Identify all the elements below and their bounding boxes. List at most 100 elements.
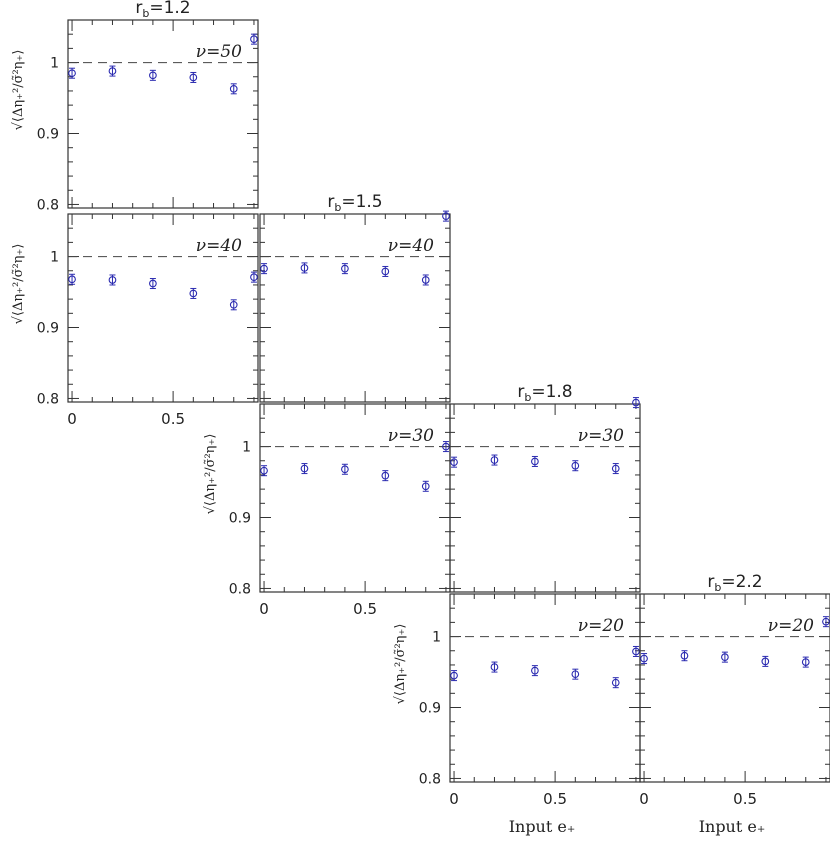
y-axis-label: √⟨Δη₊²/σ̃²η₊⟩ — [203, 434, 218, 515]
point-marker — [442, 212, 450, 220]
y-tick-label: 1 — [242, 440, 251, 456]
point-marker — [108, 67, 117, 75]
point-marker — [108, 276, 117, 284]
panel-title: rb=1.2 — [135, 0, 190, 20]
point-marker — [300, 264, 309, 272]
point-marker — [149, 279, 157, 288]
data-point — [761, 655, 770, 667]
point-marker — [381, 471, 390, 480]
x-tick-label: 0 — [259, 600, 269, 618]
y-axis-label: √⟨Δη₊²/σ̃²η₊⟩ — [393, 624, 408, 705]
x-axis-label: Input e₊ — [699, 817, 766, 836]
panel-5: ν=30 rb=1.8 — [449, 382, 641, 593]
data-point — [229, 299, 238, 311]
data-point — [680, 650, 689, 662]
point-marker — [640, 654, 648, 663]
y-axis-label: √⟨Δη₊²/σ̃²η₊⟩ — [11, 244, 26, 325]
data-point — [189, 287, 198, 299]
point-marker — [450, 458, 458, 467]
y-tick-label: 1 — [50, 250, 59, 266]
data-point — [300, 463, 309, 475]
point-marker — [801, 658, 810, 666]
title-value: =1.5 — [341, 192, 382, 212]
title-subscript: b — [142, 7, 149, 20]
data-point — [490, 661, 499, 673]
data-point — [632, 645, 640, 657]
data-point — [108, 65, 117, 77]
point-marker — [68, 69, 76, 78]
plot-frame — [259, 213, 451, 403]
panel-3: ν=40 rb=1.5 — [259, 192, 451, 403]
y-tick-label: 0.9 — [37, 127, 59, 143]
point-marker — [300, 464, 309, 473]
title-value: =1.8 — [531, 382, 572, 402]
point-marker — [632, 647, 640, 656]
point-marker — [189, 73, 198, 82]
title-subscript: b — [714, 581, 721, 594]
title-value: =1.2 — [149, 0, 190, 18]
point-marker — [611, 464, 620, 473]
y-tick-label: 0.8 — [419, 771, 441, 787]
y-tick-label: 1 — [50, 56, 59, 72]
data-point — [68, 273, 76, 285]
nu-annotation: ν=30 — [578, 426, 624, 446]
data-point — [421, 480, 430, 492]
title-subscript: b — [334, 201, 341, 214]
point-marker — [611, 678, 620, 687]
point-marker — [149, 71, 157, 80]
point-marker — [68, 275, 76, 284]
nu-annotation: ν=40 — [388, 236, 434, 256]
data-point — [611, 463, 620, 475]
point-marker — [721, 653, 729, 661]
point-marker — [229, 84, 238, 93]
data-point — [721, 651, 729, 663]
data-point — [260, 263, 268, 275]
point-marker — [341, 465, 349, 474]
plot-frame — [639, 593, 830, 783]
plot-frame — [449, 403, 641, 593]
point-marker — [450, 671, 458, 680]
panel-title: rb=1.8 — [517, 382, 572, 404]
x-tick-label: 0.5 — [543, 790, 567, 808]
data-point — [341, 263, 349, 275]
point-marker — [250, 273, 258, 281]
data-point — [300, 262, 309, 274]
y-tick-label: 0.8 — [37, 197, 59, 213]
title-r: r — [135, 0, 142, 18]
y-tick-label: 0.9 — [37, 321, 59, 337]
data-point — [632, 397, 640, 409]
y-tick-label: 0.9 — [419, 701, 441, 717]
nu-annotation: ν=20 — [578, 616, 624, 636]
data-point — [640, 653, 648, 665]
point-marker — [250, 35, 258, 44]
x-tick-label: 0.5 — [161, 410, 185, 428]
data-point — [250, 33, 258, 45]
data-point — [490, 454, 499, 466]
point-marker — [260, 466, 268, 475]
point-marker — [341, 264, 349, 273]
point-marker — [260, 264, 268, 273]
data-point — [442, 210, 450, 222]
point-marker — [229, 300, 238, 309]
plot-frame — [67, 19, 259, 209]
data-point — [571, 460, 580, 472]
point-marker — [421, 482, 430, 491]
point-marker — [571, 461, 580, 470]
point-marker — [421, 276, 430, 284]
point-marker — [531, 666, 539, 675]
panel-title: rb=1.5 — [327, 192, 382, 214]
data-point — [421, 274, 430, 286]
data-point — [260, 465, 268, 477]
data-point — [189, 71, 198, 83]
data-point — [611, 677, 620, 689]
point-marker — [680, 651, 689, 660]
data-point — [450, 670, 458, 682]
x-tick-label: 0 — [449, 790, 459, 808]
data-point — [571, 668, 580, 680]
x-tick-label: 0 — [639, 790, 649, 808]
